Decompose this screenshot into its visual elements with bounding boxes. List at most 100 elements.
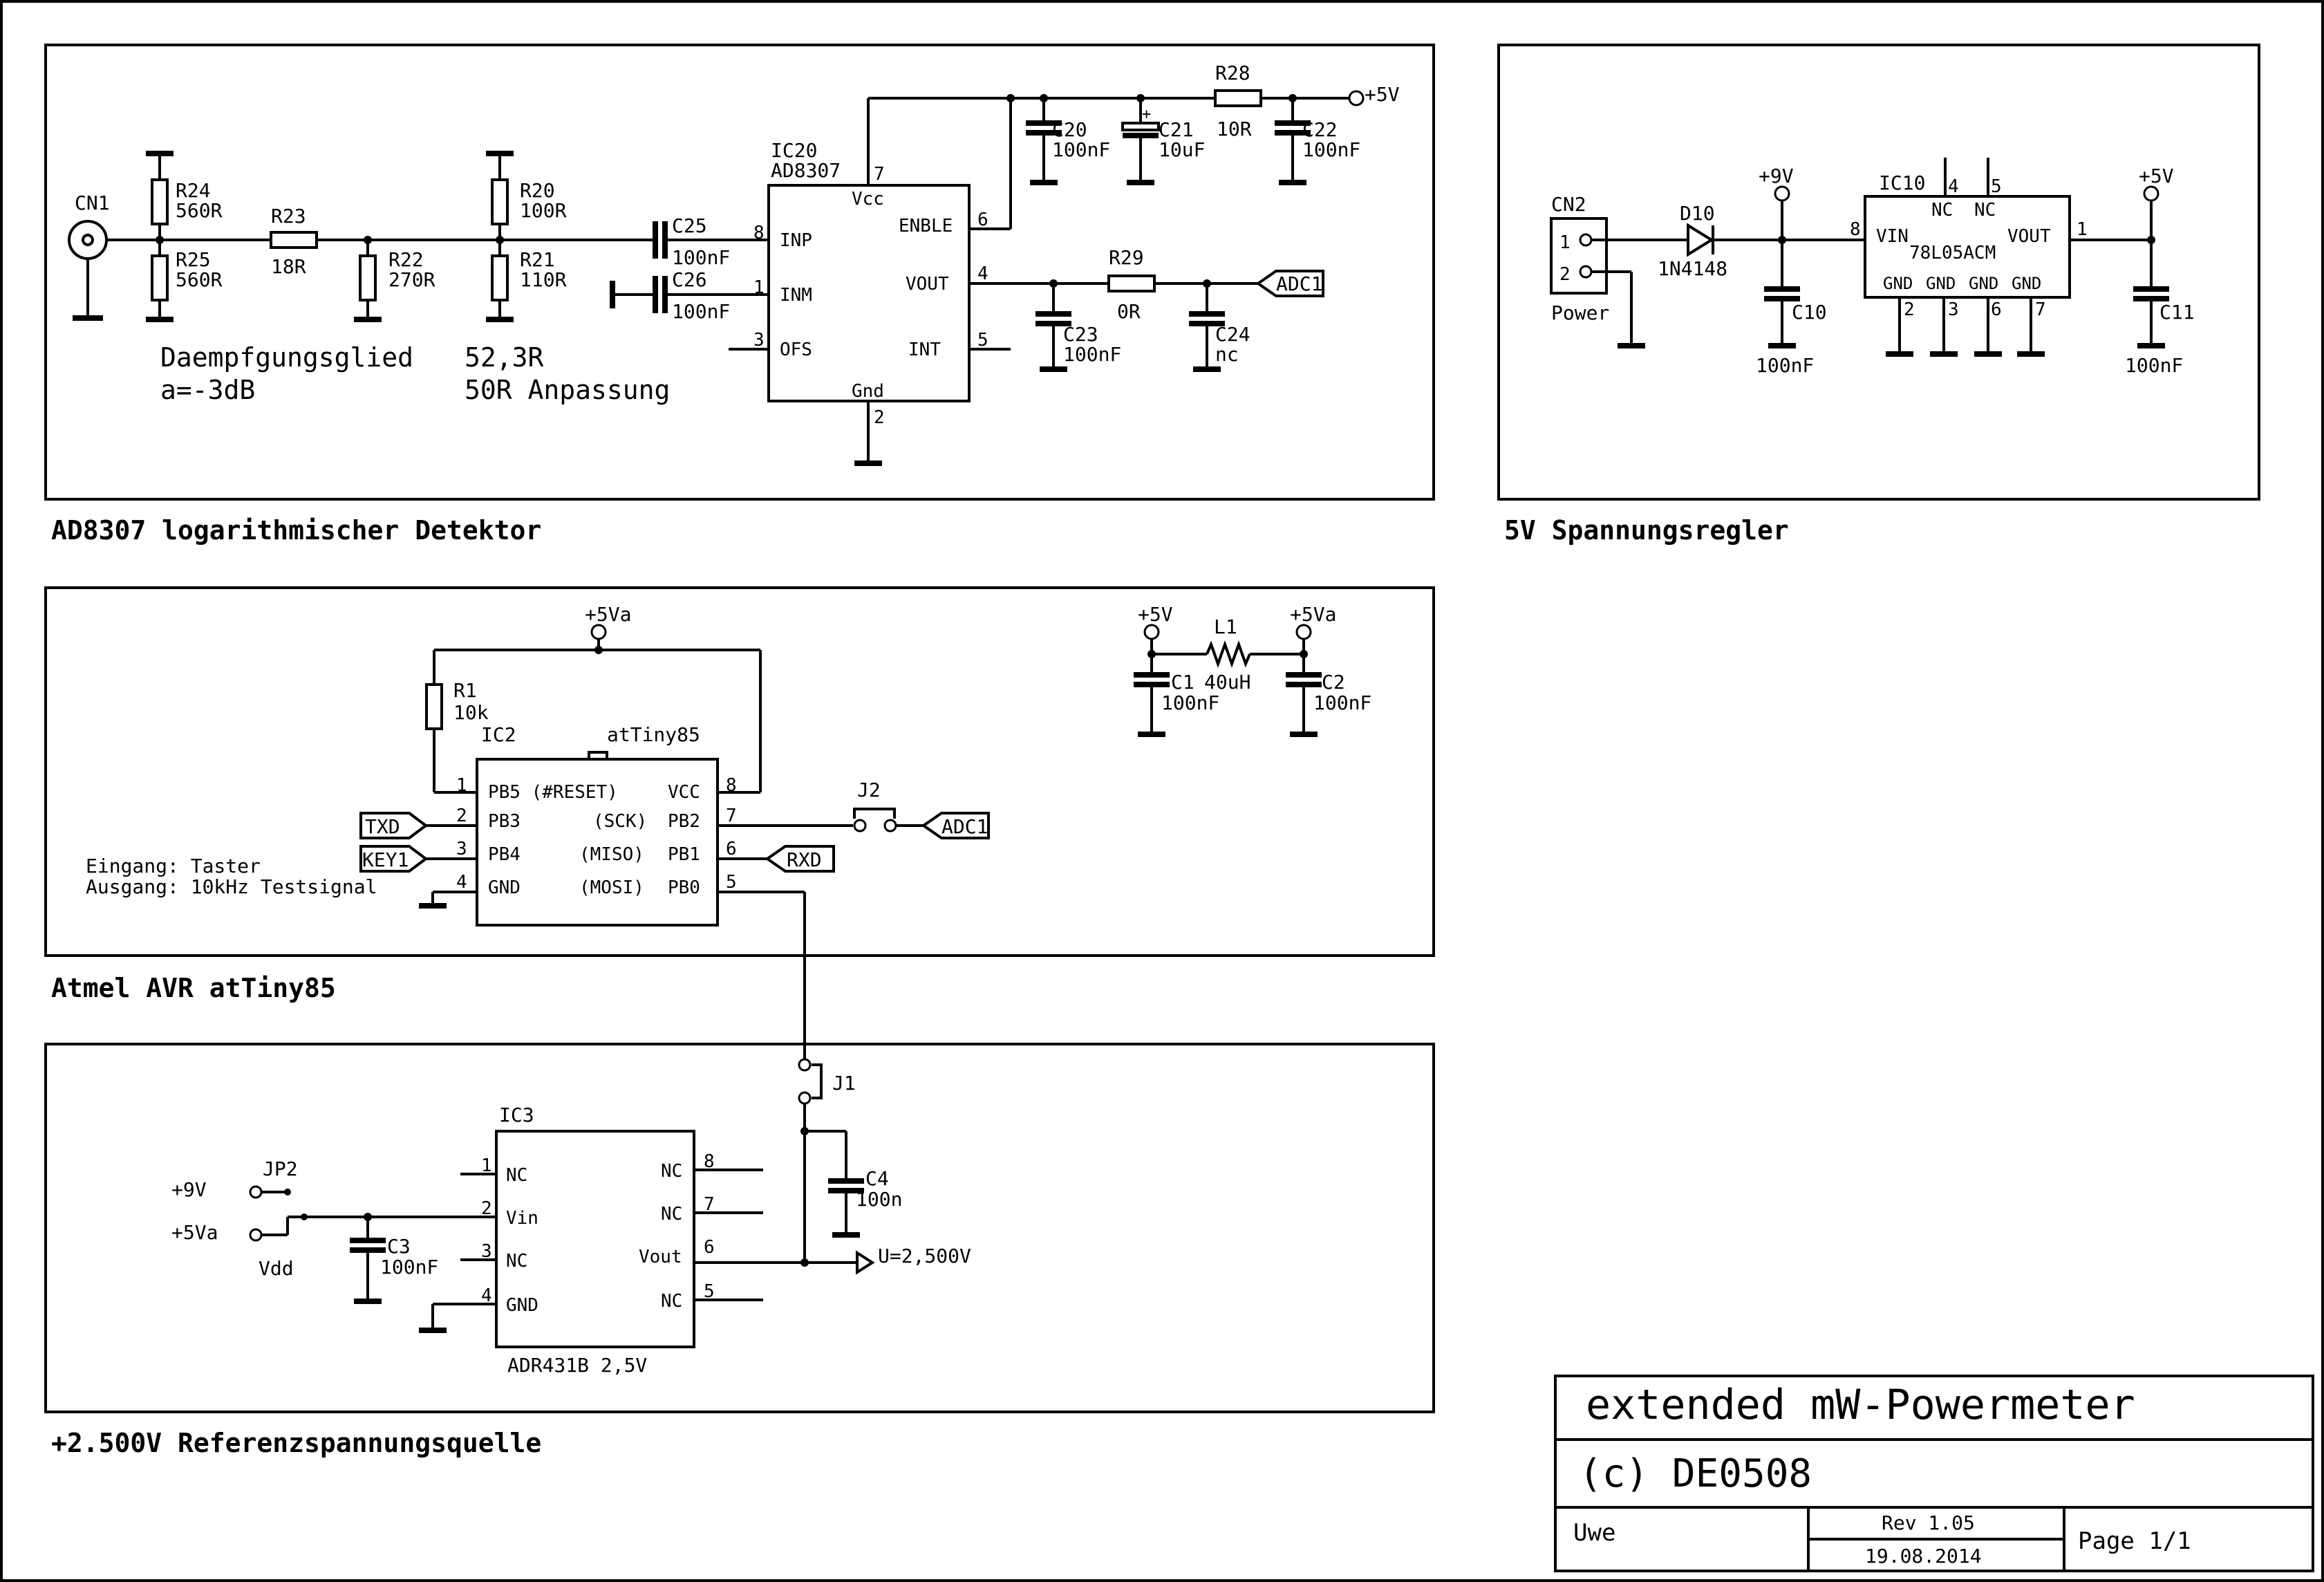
supply-5v-label: +5V xyxy=(1365,83,1400,106)
c4-value: 100n xyxy=(856,1188,902,1211)
supply-5va-label: +5Va xyxy=(585,603,631,626)
net-flag-adc1 xyxy=(1255,270,1324,297)
c23-value: 100nF xyxy=(1063,343,1121,366)
section-title-ad8307: AD8307 logarithmischer Detektor xyxy=(51,515,541,546)
supply-5v-label: +5V xyxy=(1138,603,1173,626)
c1-label: C1 xyxy=(1171,671,1194,694)
net-flag-adc1 xyxy=(921,812,990,839)
jumper-j2 xyxy=(853,808,896,819)
cn2-label: CN2 xyxy=(1551,193,1586,216)
resistor-r25 xyxy=(151,254,169,301)
ic2-pin-miso: (MISO) xyxy=(579,844,644,865)
pin-number: 4 xyxy=(977,263,988,284)
c2-label: C2 xyxy=(1322,671,1345,694)
ic3-pin-vout: Vout xyxy=(639,1247,682,1267)
inductor-l1 xyxy=(1206,640,1251,668)
ic2-pin-mosi: (MOSI) xyxy=(579,877,644,898)
c25-value: 100nF xyxy=(672,246,730,269)
r28-label: R28 xyxy=(1215,62,1250,84)
c22-label: C22 xyxy=(1302,118,1338,141)
net-flag-rxd xyxy=(765,845,835,873)
ic10-label: IC10 xyxy=(1879,171,1925,194)
pin-number: 3 xyxy=(481,1241,492,1262)
pin-number: 2 xyxy=(1559,264,1571,285)
section-title-reference: +2.500V Referenzspannungsquelle xyxy=(51,1428,541,1458)
pin-number: 6 xyxy=(726,839,737,859)
c10-value: 100nF xyxy=(1756,354,1814,377)
pin-number: 8 xyxy=(1850,219,1861,240)
note-matching-value: 52,3R xyxy=(465,342,544,373)
c1-value: 100nF xyxy=(1161,691,1219,714)
ic3-pin-nc: NC xyxy=(661,1204,682,1225)
ic20-pin-gnd: Gnd xyxy=(852,381,884,402)
pin-number: 2 xyxy=(874,407,885,428)
pin-number: 8 xyxy=(726,775,737,796)
ic20-type: AD8307 xyxy=(771,159,841,182)
coax-connector-icon xyxy=(68,220,108,260)
pin-number: 1 xyxy=(2077,219,2088,240)
note-input: Eingang: Taster xyxy=(86,855,261,877)
c11-label: C11 xyxy=(2159,301,2195,324)
drawing-author: Uwe xyxy=(1573,1519,1615,1547)
r23-label: R23 xyxy=(271,205,306,227)
section-frame xyxy=(1497,44,2260,501)
vdd-label: Vdd xyxy=(259,1257,294,1280)
section-frame xyxy=(44,1043,1435,1413)
ic3-adr431 xyxy=(495,1130,695,1348)
ic3-pin-vin: Vin xyxy=(506,1208,538,1229)
pin-number: 3 xyxy=(753,330,765,351)
drawing-copyright: (c) DE0508 xyxy=(1579,1451,1812,1496)
output-arrow-icon xyxy=(856,1250,875,1275)
c21-label: C21 xyxy=(1159,118,1194,141)
section-ad8307: CN1 R24 560R R25 560R R23 18R R22 270R xyxy=(44,44,1435,501)
title-block: extended mW-Powermeter (c) DE0508 Uwe Re… xyxy=(1554,1375,2314,1572)
ic3-pin-gnd: GND xyxy=(506,1295,538,1316)
c3-label: C3 xyxy=(387,1235,411,1258)
ic20-label: IC20 xyxy=(771,139,817,162)
c21-value: 10uF xyxy=(1159,138,1205,161)
drawing-page: Page 1/1 xyxy=(2078,1527,2191,1555)
pin-number: 4 xyxy=(481,1285,492,1306)
ic10-pin-nc: NC xyxy=(1931,200,1953,221)
ic10-pin-gnd: GND xyxy=(1883,274,1913,293)
r25-value: 560R xyxy=(176,268,223,291)
drawing-revision: Rev 1.05 xyxy=(1882,1511,1975,1534)
pin-number: 5 xyxy=(704,1281,715,1302)
pin-number: 8 xyxy=(753,223,765,243)
ic20-pin-inm: INM xyxy=(780,285,812,306)
r20-label: R20 xyxy=(520,179,555,202)
supply-9v-label: +9V xyxy=(171,1178,207,1201)
resistor-r20 xyxy=(491,178,509,225)
ic3-pin-nc: NC xyxy=(506,1165,527,1186)
svg-text:+: + xyxy=(1142,106,1151,123)
supply-5v-label: +5V xyxy=(2139,165,2174,187)
d10-label: D10 xyxy=(1680,202,1715,225)
c23-label: C23 xyxy=(1063,323,1098,346)
cn1-label: CN1 xyxy=(75,192,110,214)
pin-number: 2 xyxy=(1904,299,1915,320)
r20-value: 100R xyxy=(520,199,567,222)
r24-value: 560R xyxy=(176,199,223,222)
pin-number: 1 xyxy=(481,1155,492,1176)
ic20-pin-inp: INP xyxy=(780,230,812,251)
r22-value: 270R xyxy=(388,268,435,291)
ic10-78l05 xyxy=(1864,195,2071,299)
pin-number: 1 xyxy=(753,277,765,298)
pin-number: 1 xyxy=(1559,232,1571,253)
l1-label: L1 xyxy=(1214,615,1237,638)
c11-value: 100nF xyxy=(2125,354,2183,377)
ic10-type: 78L05ACM xyxy=(1909,243,1996,263)
ic2-pin-sck: (SCK) xyxy=(593,811,647,832)
r1-value: 10k xyxy=(453,701,489,724)
net-flag-key1 xyxy=(359,845,429,873)
ic10-pin-gnd: GND xyxy=(2012,274,2041,293)
pin-number: 7 xyxy=(704,1194,715,1215)
ic2-pin-pb2: PB2 xyxy=(668,811,700,832)
key1-label: KEY1 xyxy=(362,848,409,871)
ic20-pin-int: INT xyxy=(908,339,941,360)
r22-label: R22 xyxy=(388,248,424,271)
rxd-label: RXD xyxy=(787,848,822,871)
